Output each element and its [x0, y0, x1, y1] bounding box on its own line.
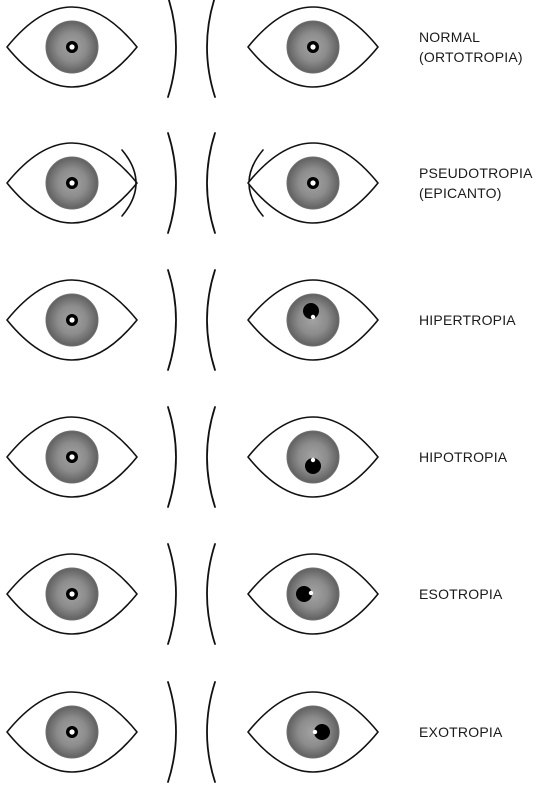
left-eye-icon [7, 417, 137, 497]
left-eye-icon [7, 692, 137, 772]
nose-bridge-right-line [207, 270, 215, 370]
row-label-line: EXOTROPIA [419, 722, 502, 742]
diagram-row [7, 133, 378, 233]
iris [287, 294, 339, 346]
diagram-row [7, 544, 378, 644]
nose-bridge-left-line [168, 682, 176, 782]
diagram-row [7, 407, 378, 507]
light-reflex [69, 44, 74, 49]
light-reflex [310, 44, 315, 49]
diagram-row [7, 0, 378, 97]
right-eye-icon [248, 7, 378, 87]
right-eye-icon [248, 280, 378, 360]
left-eye-icon [7, 143, 137, 223]
light-reflex [69, 317, 74, 322]
light-reflex [69, 454, 74, 459]
iris [287, 431, 339, 483]
row-label: ESOTROPIA [419, 584, 502, 604]
diagram-row [7, 270, 378, 370]
left-eye-icon [7, 280, 137, 360]
row-label: HIPOTROPIA [419, 447, 507, 467]
light-reflex [309, 591, 313, 595]
iris [287, 568, 339, 620]
row-label-line: HIPOTROPIA [419, 447, 507, 467]
row-label-line: HIPERTROPIA [419, 310, 516, 330]
nose-bridge-right-line [207, 0, 215, 97]
nose-bridge-left-line [168, 270, 176, 370]
light-reflex [311, 458, 315, 462]
light-reflex [311, 315, 315, 319]
light-reflex [313, 730, 317, 734]
nose-bridge-right-line [207, 682, 215, 782]
nose-bridge-left-line [168, 0, 176, 97]
diagram-row [7, 682, 378, 782]
right-eye-icon [248, 554, 378, 634]
light-reflex [69, 180, 74, 185]
nose-bridge-left-line [168, 133, 176, 233]
nose-bridge-right-line [207, 407, 215, 507]
right-eye-icon [248, 417, 378, 497]
nose-bridge-right-line [207, 133, 215, 233]
row-label: HIPERTROPIA [419, 310, 516, 330]
row-label-line: NORMAL [419, 27, 523, 47]
light-reflex [69, 729, 74, 734]
left-eye-icon [7, 554, 137, 634]
row-label-line: ESOTROPIA [419, 584, 502, 604]
left-eye-icon [7, 7, 137, 87]
light-reflex [69, 591, 74, 596]
row-label-line: (ORTOTROPIA) [419, 47, 523, 67]
row-label: NORMAL(ORTOTROPIA) [419, 27, 523, 67]
nose-bridge-left-line [168, 407, 176, 507]
row-label-line: (EPICANTO) [419, 183, 533, 203]
right-eye-icon [248, 692, 378, 772]
light-reflex [310, 180, 315, 185]
row-label: EXOTROPIA [419, 722, 502, 742]
row-label: PSEUDOTROPIA(EPICANTO) [419, 163, 533, 203]
right-eye-icon [248, 143, 378, 223]
nose-bridge-right-line [207, 544, 215, 644]
nose-bridge-left-line [168, 544, 176, 644]
row-label-line: PSEUDOTROPIA [419, 163, 533, 183]
